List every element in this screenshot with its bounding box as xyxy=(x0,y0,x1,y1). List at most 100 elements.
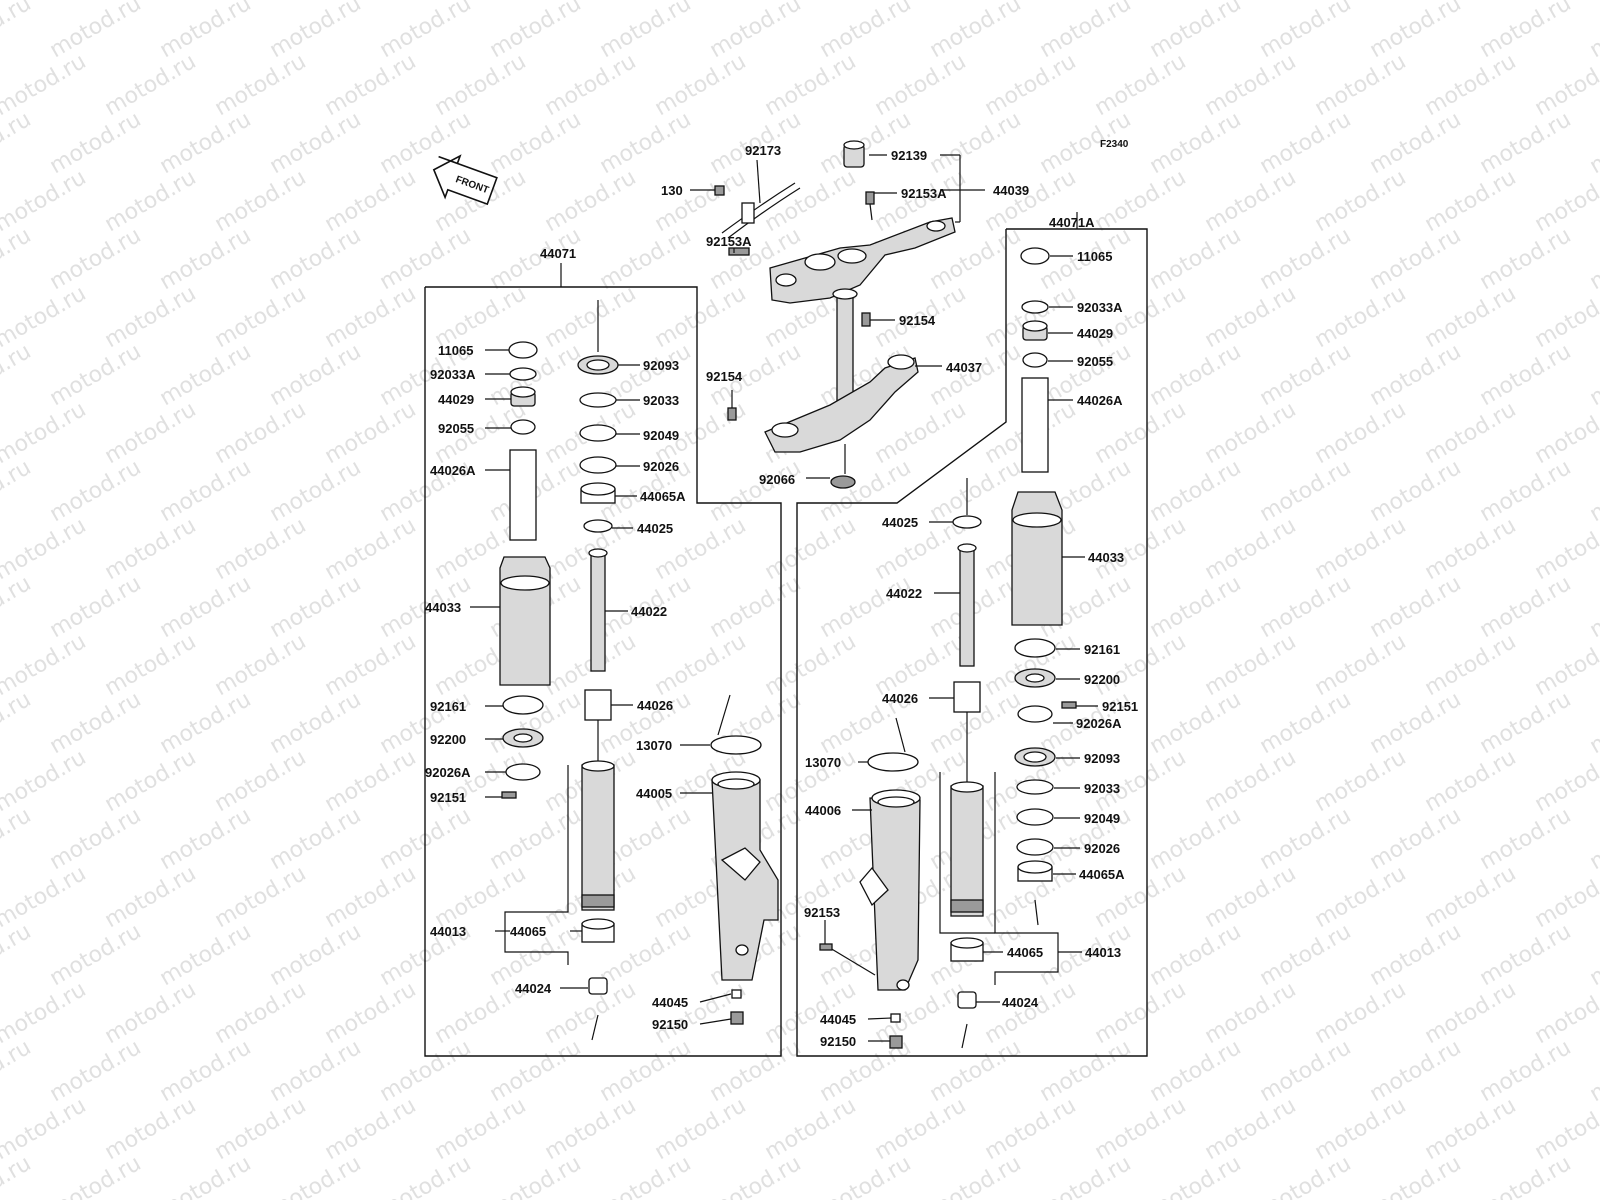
watermark-text: motod.ru xyxy=(1476,803,1576,875)
watermark-text: motod.ru xyxy=(376,1151,476,1200)
watermark-text: motod.ru xyxy=(926,107,1026,179)
bolt-92150 xyxy=(730,1011,744,1025)
watermark-text: motod.ru xyxy=(486,803,586,875)
label-44022-left: 44022 xyxy=(631,604,667,619)
watermark-text: motod.ru xyxy=(156,1151,256,1200)
watermark-text: motod.ru xyxy=(0,861,90,933)
watermark-text: motod.ru xyxy=(1091,629,1191,701)
watermark-text: motod.ru xyxy=(1421,397,1521,469)
watermark-text: motod.ru xyxy=(1256,803,1356,875)
watermark-text: motod.ru xyxy=(0,745,90,817)
watermark-text: motod.ru xyxy=(1146,1151,1246,1200)
watermark-text: motod.ru xyxy=(1256,919,1356,991)
watermark-text: motod.ru xyxy=(431,1093,531,1165)
seal-92066 xyxy=(830,475,856,489)
label-44045-left: 44045 xyxy=(652,995,688,1010)
watermark-text: motod.ru xyxy=(0,281,90,353)
watermark-text: motod.ru xyxy=(1311,281,1411,353)
pipe-44022 xyxy=(590,552,606,672)
watermark-text: motod.ru xyxy=(651,1093,751,1165)
label-92151-right: 92151 xyxy=(1102,699,1138,714)
right-fork-box xyxy=(796,228,1148,1057)
bolt-92154 xyxy=(861,312,871,327)
label-92153a: 92153A xyxy=(901,186,947,201)
label-44065a-left: 44065A xyxy=(640,489,686,504)
watermark-text: motod.ru xyxy=(706,0,806,63)
bolt-92153a xyxy=(865,191,875,205)
watermark-text: motod.ru xyxy=(706,1151,806,1200)
label-44045-right: 44045 xyxy=(820,1012,856,1027)
label-92049-left: 92049 xyxy=(643,428,679,443)
watermark-text: motod.ru xyxy=(1586,803,1600,875)
watermark-text: motod.ru xyxy=(1146,687,1246,759)
watermark-text: motod.ru xyxy=(1311,629,1411,701)
watermark-text: motod.ru xyxy=(651,629,751,701)
watermark-text: motod.ru xyxy=(1311,745,1411,817)
watermark-text: motod.ru xyxy=(706,571,806,643)
watermark-text: motod.ru xyxy=(156,571,256,643)
watermark-text: motod.ru xyxy=(1366,339,1466,411)
watermark-text: motod.ru xyxy=(1421,745,1521,817)
watermark-text: motod.ru xyxy=(266,0,366,63)
oring-92033a xyxy=(509,367,537,381)
label-92139: 92139 xyxy=(891,148,927,163)
label-44026a-left: 44026A xyxy=(430,463,476,478)
watermark-text: motod.ru xyxy=(1256,1035,1356,1107)
watermark-text: motod.ru xyxy=(266,803,366,875)
watermark-text: motod.ru xyxy=(1366,919,1466,991)
watermark-text: motod.ru xyxy=(1476,223,1576,295)
watermark-text: motod.ru xyxy=(211,49,311,121)
label-92154-b: 92154 xyxy=(706,369,743,384)
watermark-text: motod.ru xyxy=(1531,745,1600,817)
spring-44026a xyxy=(509,449,537,541)
watermark-text: motod.ru xyxy=(266,687,366,759)
label-92161-left: 92161 xyxy=(430,699,466,714)
watermark-text: motod.ru xyxy=(1091,165,1191,237)
watermark-text: motod.ru xyxy=(101,745,201,817)
watermark-text: motod.ru xyxy=(761,165,861,237)
label-92033a-right: 92033A xyxy=(1077,300,1123,315)
watermark-text: motod.ru xyxy=(211,745,311,817)
watermark-text: motod.ru xyxy=(816,0,916,63)
watermark-text: motod.ru xyxy=(1146,803,1246,875)
watermark-text: motod.ru xyxy=(541,1093,641,1165)
label-92150-right: 92150 xyxy=(820,1034,856,1049)
watermark-text: motod.ru xyxy=(46,1035,146,1107)
watermark-text: motod.ru xyxy=(1476,0,1576,63)
label-44005: 44005 xyxy=(636,786,672,801)
watermark-text: motod.ru xyxy=(1146,571,1246,643)
washer-92161 xyxy=(502,695,544,715)
watermark-text: motod.ru xyxy=(1311,397,1411,469)
watermark-text: motod.ru xyxy=(101,1093,201,1165)
watermark-text: motod.ru xyxy=(1146,1035,1246,1107)
cable-holder xyxy=(741,202,755,224)
label-92033-left: 92033 xyxy=(643,393,679,408)
watermark-text: motod.ru xyxy=(706,455,806,527)
watermark-text: motod.ru xyxy=(211,397,311,469)
watermark-text: motod.ru xyxy=(0,223,35,295)
label-44071a: 44071A xyxy=(1049,215,1095,230)
watermark-text: motod.ru xyxy=(0,339,35,411)
watermark-text: motod.ru xyxy=(1586,107,1600,179)
watermark-text: motod.ru xyxy=(1201,1093,1301,1165)
watermark-text: motod.ru xyxy=(321,513,421,585)
label-92153: 92153 xyxy=(804,905,840,920)
watermark-text: motod.ru xyxy=(1531,397,1600,469)
upper-bracket-group xyxy=(714,140,956,489)
watermark-text: motod.ru xyxy=(156,919,256,991)
label-44071: 44071 xyxy=(540,246,576,261)
watermark-text: motod.ru xyxy=(816,1151,916,1200)
watermark-text: motod.ru xyxy=(1146,455,1246,527)
watermark-text: motod.ru xyxy=(156,1035,256,1107)
watermark-text: motod.ru xyxy=(1256,223,1356,295)
watermark-text: motod.ru xyxy=(0,107,35,179)
watermark-text: motod.ru xyxy=(761,513,861,585)
watermark-text: motod.ru xyxy=(1201,629,1301,701)
watermark-text: motod.ru xyxy=(1091,1093,1191,1165)
watermark-text: motod.ru xyxy=(1531,861,1600,933)
label-92033-right: 92033 xyxy=(1084,781,1120,796)
watermark-text: motod.ru xyxy=(596,1151,696,1200)
watermark-text: motod.ru xyxy=(266,455,366,527)
